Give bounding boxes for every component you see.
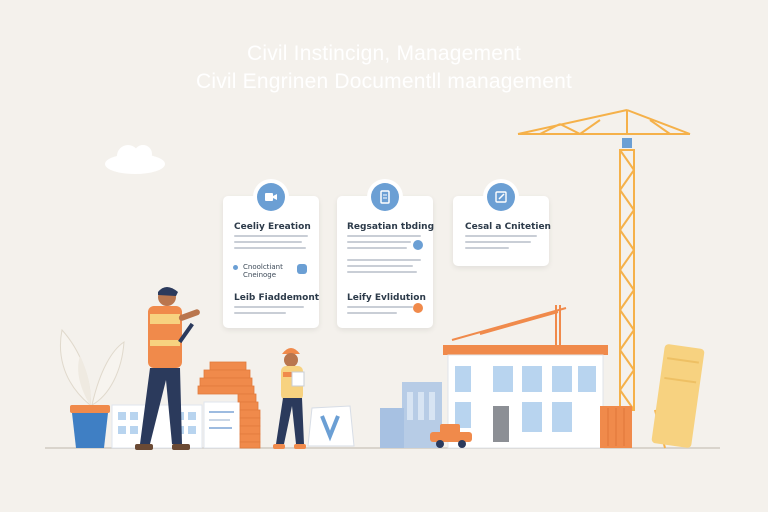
- crane-cab: [622, 138, 632, 148]
- card-heading: Ceeliy Ereation: [234, 222, 311, 232]
- brick-stack-icon: [197, 361, 261, 449]
- car-icon: [430, 424, 472, 448]
- sign-board-icon: [307, 405, 355, 447]
- cloud-icon: [105, 145, 165, 174]
- card-heading: Regsatian tbding: [347, 222, 435, 232]
- document-icon: [371, 183, 399, 211]
- page-subtitle: Civil Engrinen Documentll management: [195, 70, 573, 93]
- card-heading: Leify Evlidution: [347, 293, 426, 303]
- card-sub-item: Cnoolctiant Cneinoge: [243, 263, 283, 279]
- worker-with-helmet: [273, 348, 306, 449]
- potted-plant-icon: [59, 328, 125, 448]
- page-title: Civil Instincign, Management: [246, 42, 522, 65]
- small-crane-icon: [451, 305, 567, 345]
- info-card-2: Regsatian tbding Leify Evlidution: [337, 183, 435, 328]
- yellow-panel: [651, 344, 705, 448]
- card-heading: Leib Fiaddemont: [234, 293, 320, 303]
- edit-icon: [487, 183, 515, 211]
- info-card-1: Ceeliy Ereation Cnoolctiant Cneinoge Lei…: [223, 183, 320, 328]
- edit-icon: [297, 264, 307, 274]
- globe-icon: [413, 240, 423, 250]
- video-icon: [257, 183, 285, 211]
- office-building-icon: [443, 345, 608, 449]
- card-heading: Cesal a Cnitetien: [465, 222, 551, 232]
- worker-with-tablet: [135, 287, 200, 450]
- tower-crane-icon: [517, 109, 691, 411]
- alert-icon: [413, 303, 423, 313]
- info-card-3: Cesal a Cnitetien: [453, 183, 551, 266]
